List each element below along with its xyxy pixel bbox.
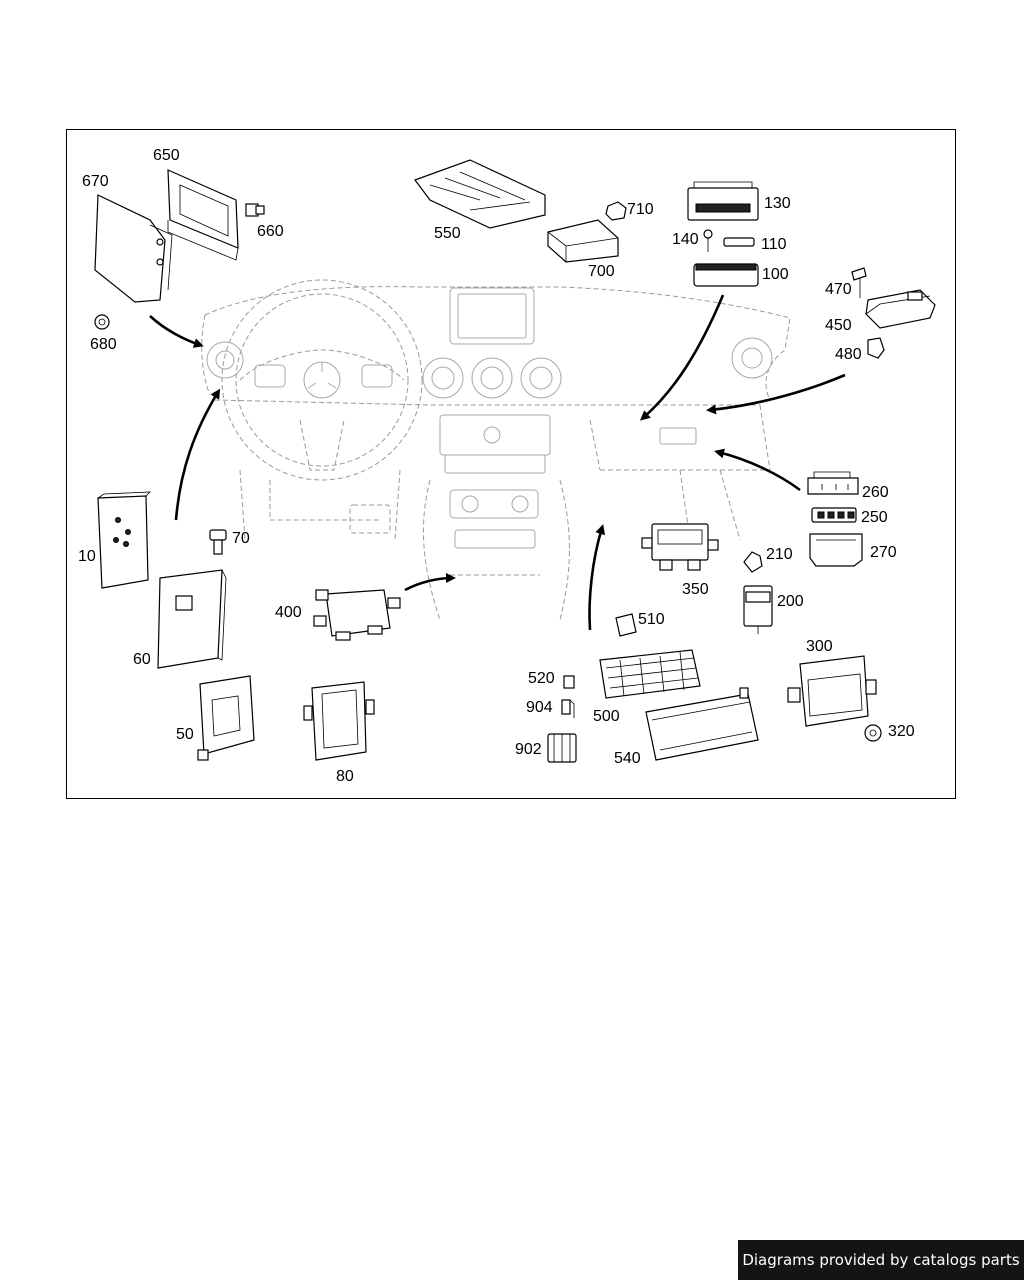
part-130[interactable] — [687, 181, 759, 221]
callout-540: 540 — [614, 750, 641, 767]
part-710[interactable] — [605, 201, 627, 221]
part-520[interactable] — [563, 675, 575, 689]
part-60[interactable] — [157, 569, 227, 669]
callout-250: 250 — [861, 509, 888, 526]
part-260[interactable] — [807, 471, 859, 495]
dashboard-outline-icon — [201, 279, 791, 621]
part-10[interactable] — [97, 491, 152, 589]
part-200[interactable] — [743, 585, 773, 634]
part-50[interactable] — [197, 675, 255, 761]
part-110[interactable] — [723, 237, 755, 247]
callout-320: 320 — [888, 723, 915, 740]
part-300[interactable] — [787, 655, 877, 727]
part-350[interactable] — [641, 523, 719, 571]
part-540[interactable] — [645, 687, 759, 761]
part-100[interactable] — [693, 263, 759, 287]
part-270[interactable] — [809, 533, 863, 567]
part-650[interactable] — [167, 169, 239, 261]
callout-80: 80 — [336, 768, 354, 785]
callout-60: 60 — [133, 651, 151, 668]
callout-70: 70 — [232, 530, 250, 547]
part-400[interactable] — [313, 589, 401, 641]
part-210[interactable] — [743, 551, 763, 573]
callout-110: 110 — [761, 236, 787, 253]
callout-10: 10 — [78, 548, 96, 565]
callout-500: 500 — [593, 708, 620, 725]
callout-140: 140 — [672, 231, 699, 248]
callout-300: 300 — [806, 638, 833, 655]
callout-520: 520 — [528, 670, 555, 687]
callout-130: 130 — [764, 195, 791, 212]
part-140[interactable] — [703, 229, 713, 252]
callout-660: 660 — [257, 223, 284, 240]
part-500[interactable] — [599, 649, 701, 699]
part-320[interactable] — [864, 724, 882, 742]
part-70[interactable] — [209, 529, 227, 555]
footer-text: Diagrams provided by catalogs parts — [742, 1251, 1020, 1269]
part-550[interactable] — [414, 159, 546, 229]
callout-260: 260 — [862, 484, 889, 501]
callout-670: 670 — [82, 173, 109, 190]
callout-480: 480 — [835, 346, 862, 363]
callout-550: 550 — [434, 225, 461, 242]
curved-arrow-icon — [149, 294, 846, 631]
part-470[interactable] — [851, 267, 867, 298]
part-250[interactable] — [811, 507, 857, 523]
callout-200: 200 — [777, 593, 804, 610]
footer-attribution: Diagrams provided by catalogs parts — [738, 1240, 1024, 1280]
part-80[interactable] — [303, 681, 375, 761]
part-700[interactable] — [547, 219, 619, 263]
part-902[interactable] — [547, 733, 577, 763]
callout-700: 700 — [588, 263, 615, 280]
part-904[interactable] — [561, 699, 575, 718]
callout-350: 350 — [682, 581, 709, 598]
part-660[interactable] — [245, 203, 265, 217]
part-510[interactable] — [615, 613, 637, 637]
callout-100: 100 — [762, 266, 789, 283]
callout-50: 50 — [176, 726, 194, 743]
callout-400: 400 — [275, 604, 302, 621]
callout-680: 680 — [90, 336, 117, 353]
callout-510: 510 — [638, 611, 665, 628]
callout-210: 210 — [766, 546, 793, 563]
callout-710: 710 — [627, 201, 654, 218]
callout-450: 450 — [825, 317, 852, 334]
part-450[interactable] — [865, 289, 936, 329]
part-680[interactable] — [94, 314, 110, 330]
part-670[interactable] — [94, 194, 173, 303]
callout-470: 470 — [825, 281, 852, 298]
callout-650: 650 — [153, 147, 180, 164]
callout-270: 270 — [870, 544, 897, 561]
part-480[interactable] — [867, 337, 885, 359]
callout-904: 904 — [526, 699, 553, 716]
callout-labels: 650 670 660 680 550 710 700 130 140 110 … — [78, 147, 915, 785]
callout-902: 902 — [515, 741, 542, 758]
